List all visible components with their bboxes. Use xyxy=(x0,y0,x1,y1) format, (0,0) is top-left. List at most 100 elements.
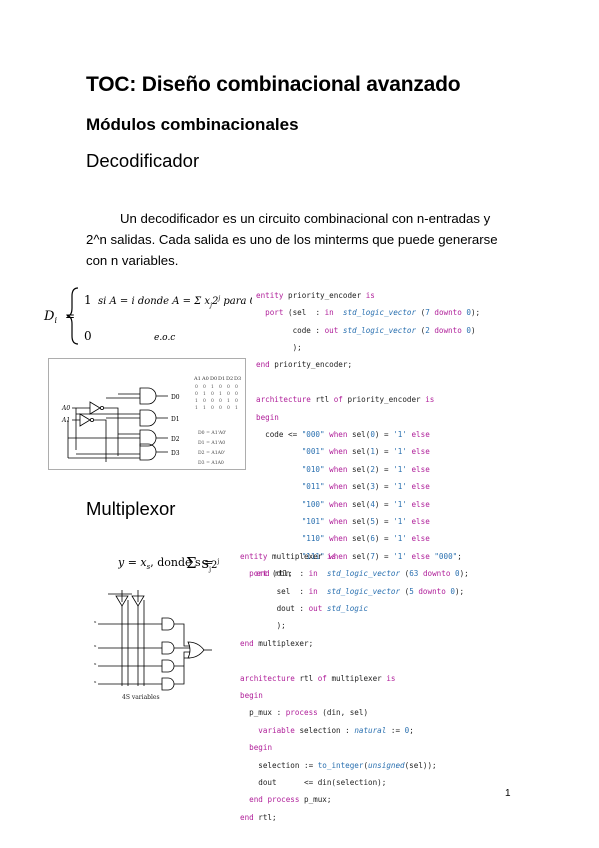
code-line: "011" when sel(3) = '1' else xyxy=(301,482,430,492)
code-line: ); xyxy=(240,621,286,631)
code-line: code : out std_logic_vector (2 downto 0) xyxy=(256,325,476,335)
code-line: "100" when sel(4) = '1' else xyxy=(301,499,430,509)
svg-text:1: 1 xyxy=(203,405,206,411)
case2-value: 0 xyxy=(84,329,92,343)
code-line: code <= "000" when sel(0) = '1' else xyxy=(256,429,430,439)
paragraph-text: Un decodificador es un circuito combinac… xyxy=(86,211,498,268)
code-line xyxy=(240,657,469,666)
code-line: entity priority_encoder is xyxy=(256,290,375,300)
page-number: 1 xyxy=(505,788,511,799)
mux-figure-caption: 4S variables xyxy=(122,694,160,701)
svg-text:x: x xyxy=(94,643,97,648)
section-subtitle: Módulos combinacionales xyxy=(86,115,299,134)
svg-text:D2 = A1A0': D2 = A1A0' xyxy=(198,450,225,456)
decoder-code-block: entity priority_encoder is port (sel : i… xyxy=(256,283,480,588)
svg-text:0: 0 xyxy=(203,384,206,390)
svg-text:1: 1 xyxy=(227,398,230,404)
code-line: begin xyxy=(240,690,263,700)
case1-value: 1 xyxy=(84,293,92,307)
code-line: port (sel : in std_logic_vector (7 downt… xyxy=(265,308,481,318)
svg-text:Di: Di xyxy=(43,309,57,325)
code-line: end priority_encoder; xyxy=(256,360,353,370)
code-line: "110" when sel(6) = '1' else xyxy=(301,534,430,544)
decoder-formula: Di = 1 si A = i donde A = Σ xj2j para 0 … xyxy=(43,287,252,345)
code-line: "111" when sel(7) = '1' else "000"; xyxy=(301,551,462,561)
code-line xyxy=(256,379,480,388)
mux-formula: y = xs, donde s = Σ sj2j xyxy=(118,554,219,573)
svg-text:si A = i donde A = Σ xj2j para: si A = i donde A = Σ xj2j para 0 ≤ i ≤ 2… xyxy=(98,295,252,309)
code-line: architecture rtl of priority_encoder is xyxy=(256,395,435,405)
svg-text:D2: D2 xyxy=(226,376,233,382)
code-line: architecture rtl of multiplexer is xyxy=(240,673,396,683)
code-line: end multiplexer; xyxy=(240,638,314,648)
svg-text:D3 = A1A0: D3 = A1A0 xyxy=(198,460,224,466)
svg-text:0: 0 xyxy=(195,391,198,397)
formula-lhs: D xyxy=(43,309,55,324)
svg-text:Σ sj2j: Σ sj2j xyxy=(186,554,219,573)
svg-text:D0 = A1'A0': D0 = A1'A0' xyxy=(198,430,226,436)
code-line: begin xyxy=(249,743,273,753)
svg-text:0: 0 xyxy=(235,391,238,397)
code-line: dout <= din(selection); xyxy=(240,777,387,787)
output-d0: D0 xyxy=(171,394,180,401)
svg-text:0: 0 xyxy=(219,384,222,390)
output-d2: D2 xyxy=(171,436,180,443)
code-line: ); xyxy=(256,342,302,352)
code-line: end rtl; xyxy=(256,569,293,579)
svg-text:D3: D3 xyxy=(234,376,241,382)
svg-text:D1: D1 xyxy=(218,376,225,382)
code-line: begin xyxy=(256,412,279,422)
svg-text:1: 1 xyxy=(195,405,198,411)
svg-text:0: 0 xyxy=(227,391,230,397)
code-line: port (din : in std_logic_vector (63 down… xyxy=(249,569,469,579)
svg-text:x: x xyxy=(94,619,97,624)
svg-text:0: 0 xyxy=(227,384,230,390)
code-line: "101" when sel(5) = '1' else xyxy=(301,516,430,526)
code-line: selection := to_integer(unsigned(sel)); xyxy=(240,760,437,770)
svg-text:0: 0 xyxy=(235,398,238,404)
decoder-paragraph: Un decodificador es un circuito combinac… xyxy=(86,208,506,271)
code-line: sel : in std_logic_vector (5 downto 0); xyxy=(240,586,465,596)
svg-text:D0: D0 xyxy=(210,376,217,382)
svg-text:1: 1 xyxy=(235,405,238,411)
code-line: "001" when sel(1) = '1' else xyxy=(301,447,430,457)
svg-text:1: 1 xyxy=(219,391,222,397)
svg-text:A1: A1 xyxy=(193,376,201,382)
svg-text:0: 0 xyxy=(203,398,206,404)
svg-text:0: 0 xyxy=(195,384,198,390)
svg-text:x: x xyxy=(94,661,97,666)
output-d3: D3 xyxy=(171,450,180,457)
code-line: end rtl; xyxy=(240,812,277,822)
heading-multiplexer: Multiplexor xyxy=(86,498,176,519)
svg-text:x: x xyxy=(94,679,97,684)
svg-text:y = xs, donde s =: y = xs, donde s = xyxy=(118,556,213,571)
code-line: dout : out std_logic xyxy=(240,603,369,613)
input-a0: A0 xyxy=(61,405,70,412)
svg-text:0: 0 xyxy=(219,405,222,411)
document-title: TOC: Diseño combinacional avanzado xyxy=(86,73,461,96)
svg-text:=: = xyxy=(65,309,75,323)
code-line: p_mux : process (din, sel) xyxy=(240,708,369,718)
svg-text:0: 0 xyxy=(219,398,222,404)
svg-text:1: 1 xyxy=(195,398,198,404)
mux-circuit-figure: x x x x 4S variables xyxy=(94,590,212,701)
svg-text:0: 0 xyxy=(211,391,214,397)
svg-text:0: 0 xyxy=(227,405,230,411)
mux-code-block: entity multiplexer is port (din : in std… xyxy=(240,544,469,831)
code-line: variable selection : natural := 0; xyxy=(258,725,414,735)
case2-cond: e.o.c xyxy=(154,333,175,343)
svg-text:1: 1 xyxy=(211,384,214,390)
output-d1: D1 xyxy=(171,416,180,423)
heading-decoder: Decodificador xyxy=(86,150,200,171)
svg-text:A0: A0 xyxy=(201,376,209,382)
code-line: end process p_mux; xyxy=(249,795,332,805)
svg-text:0: 0 xyxy=(235,384,238,390)
input-a1: A1 xyxy=(61,417,70,424)
svg-text:1: 1 xyxy=(203,391,206,397)
svg-text:0: 0 xyxy=(211,398,214,404)
code-line: "010" when sel(2) = '1' else xyxy=(301,464,430,474)
svg-text:0: 0 xyxy=(211,405,214,411)
code-line: entity multiplexer is xyxy=(240,551,337,561)
svg-text:D1 = A1'A0: D1 = A1'A0 xyxy=(198,440,225,446)
